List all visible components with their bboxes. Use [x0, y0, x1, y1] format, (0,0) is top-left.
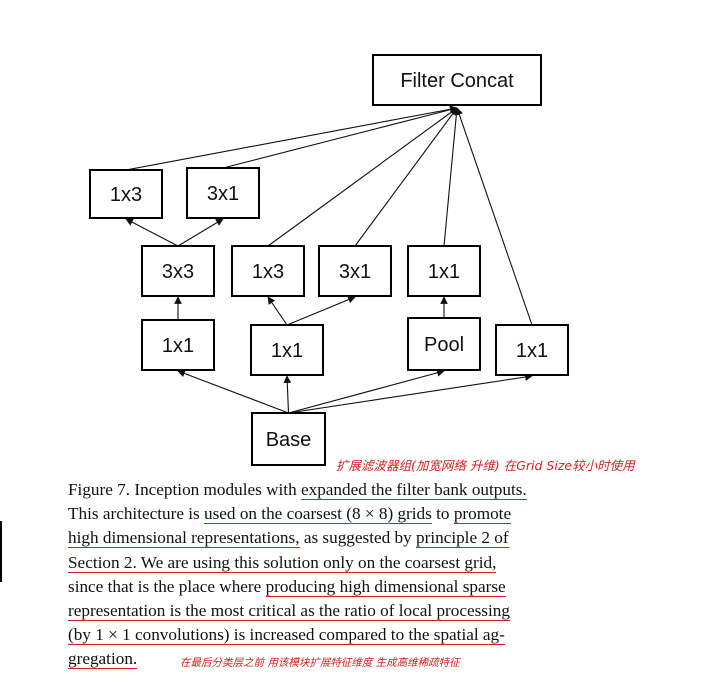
- margin-bar: [0, 521, 2, 582]
- node-a1x3: 1x3: [89, 169, 163, 219]
- edge-b3x3-to-a1x3: [125, 218, 179, 247]
- node-c1x1c: 1x1: [495, 324, 569, 376]
- edge-b1x1-to-concat: [443, 107, 461, 247]
- node-box: [407, 317, 481, 371]
- edge-base-to-c1x1b: [283, 375, 292, 414]
- node-base: Base: [251, 412, 326, 466]
- caption-line: Section 2. We are using this solution on…: [68, 551, 592, 575]
- node-label: 1x3: [252, 261, 284, 283]
- node-box: [251, 412, 326, 466]
- node-box: [89, 169, 163, 219]
- node-c1x1a: 1x1: [141, 319, 215, 371]
- node-label: 1x3: [110, 184, 142, 206]
- edge-a3x1-to-concat: [222, 105, 458, 169]
- edge-c1x1b-to-b1x3: [267, 296, 288, 326]
- figure-caption: Figure 7. Inception modules with expande…: [68, 478, 592, 672]
- caption-line: (by 1 × 1 convolutions) is increased com…: [68, 623, 592, 647]
- node-box: [250, 324, 324, 376]
- node-label: 3x1: [207, 183, 239, 205]
- node-label: 1x1: [162, 335, 194, 357]
- node-box: [372, 54, 542, 106]
- node-box: [141, 319, 215, 371]
- node-concat: Filter Concat: [372, 54, 542, 106]
- underlined-text: (by 1 × 1 convolutions) is increased com…: [68, 625, 505, 646]
- node-box: [186, 167, 260, 219]
- node-box: [318, 245, 392, 297]
- edge-base-to-pool: [288, 369, 445, 414]
- edge-b3x3-to-a3x1: [177, 218, 224, 247]
- node-b1x1: 1x1: [407, 245, 481, 297]
- node-b1x3: 1x3: [231, 245, 305, 297]
- node-label: 3x1: [339, 261, 371, 283]
- underlined-text: representation is the most critical as t…: [68, 601, 510, 622]
- underlined-text: high dimensional representations,: [68, 528, 300, 549]
- edge-c1x1b-to-b3x1: [286, 296, 356, 326]
- caption-text: to: [431, 504, 454, 524]
- node-label: 1x1: [271, 340, 303, 362]
- node-label: 3x3: [162, 261, 194, 283]
- underlined-text: promote: [453, 504, 512, 525]
- underlined-text: used on the coarsest (8 × 8) grids: [204, 504, 432, 525]
- node-label: 1x1: [428, 261, 460, 283]
- caption-line: This architecture is used on the coarses…: [68, 502, 592, 526]
- node-b3x1: 3x1: [318, 245, 392, 297]
- node-a3x1: 3x1: [186, 167, 260, 219]
- edge-c1x1c-to-concat: [455, 107, 533, 326]
- caption-text: as suggested by: [299, 528, 416, 548]
- underlined-text: principle 2 of: [416, 528, 509, 549]
- node-box: [495, 324, 569, 376]
- node-label: Filter Concat: [400, 70, 514, 92]
- caption-line: representation is the most critical as t…: [68, 599, 592, 623]
- node-b3x3: 3x3: [141, 245, 215, 297]
- node-pool: Pool: [407, 317, 481, 371]
- caption-text: This architecture is: [68, 504, 205, 524]
- underlined-text: producing high dimensional sparse: [265, 576, 506, 597]
- handwritten-note-top: 扩展滤波器组(加宽网络 升维) 在Grid Size较小时使用: [336, 458, 635, 473]
- underlined-text: gregation.: [68, 649, 138, 670]
- node-label: Pool: [424, 334, 464, 356]
- underlined-text: Section 2. We are using this solution on…: [68, 552, 497, 573]
- node-box: [231, 245, 305, 297]
- node-box: [407, 245, 481, 297]
- edge-b3x1-to-concat: [354, 107, 458, 247]
- underlined-text: expanded the filter bank outputs.: [300, 480, 527, 500]
- edge-base-to-c1x1c: [288, 373, 533, 414]
- caption-line: Figure 7. Inception modules with expande…: [68, 478, 592, 502]
- handwritten-note-bottom: 在最后分类层之前 用该模块扩展特征维度 生成高维稀疏特征: [180, 657, 460, 669]
- node-label: 1x1: [516, 340, 548, 362]
- caption-line: gregation.: [68, 647, 592, 671]
- caption-line: since that is the place where producing …: [68, 575, 592, 599]
- node-c1x1b: 1x1: [250, 324, 324, 376]
- caption-line: high dimensional representations, as sug…: [68, 526, 592, 550]
- node-label: Base: [266, 429, 312, 451]
- caption-text: since that is the place where: [68, 576, 266, 596]
- edge-a1x3-to-concat: [125, 105, 458, 171]
- caption-text: Figure 7. Inception modules with: [68, 480, 301, 499]
- edge-b1x3-to-concat: [267, 107, 458, 247]
- node-box: [141, 245, 215, 297]
- edge-base-to-c1x1a: [177, 369, 289, 414]
